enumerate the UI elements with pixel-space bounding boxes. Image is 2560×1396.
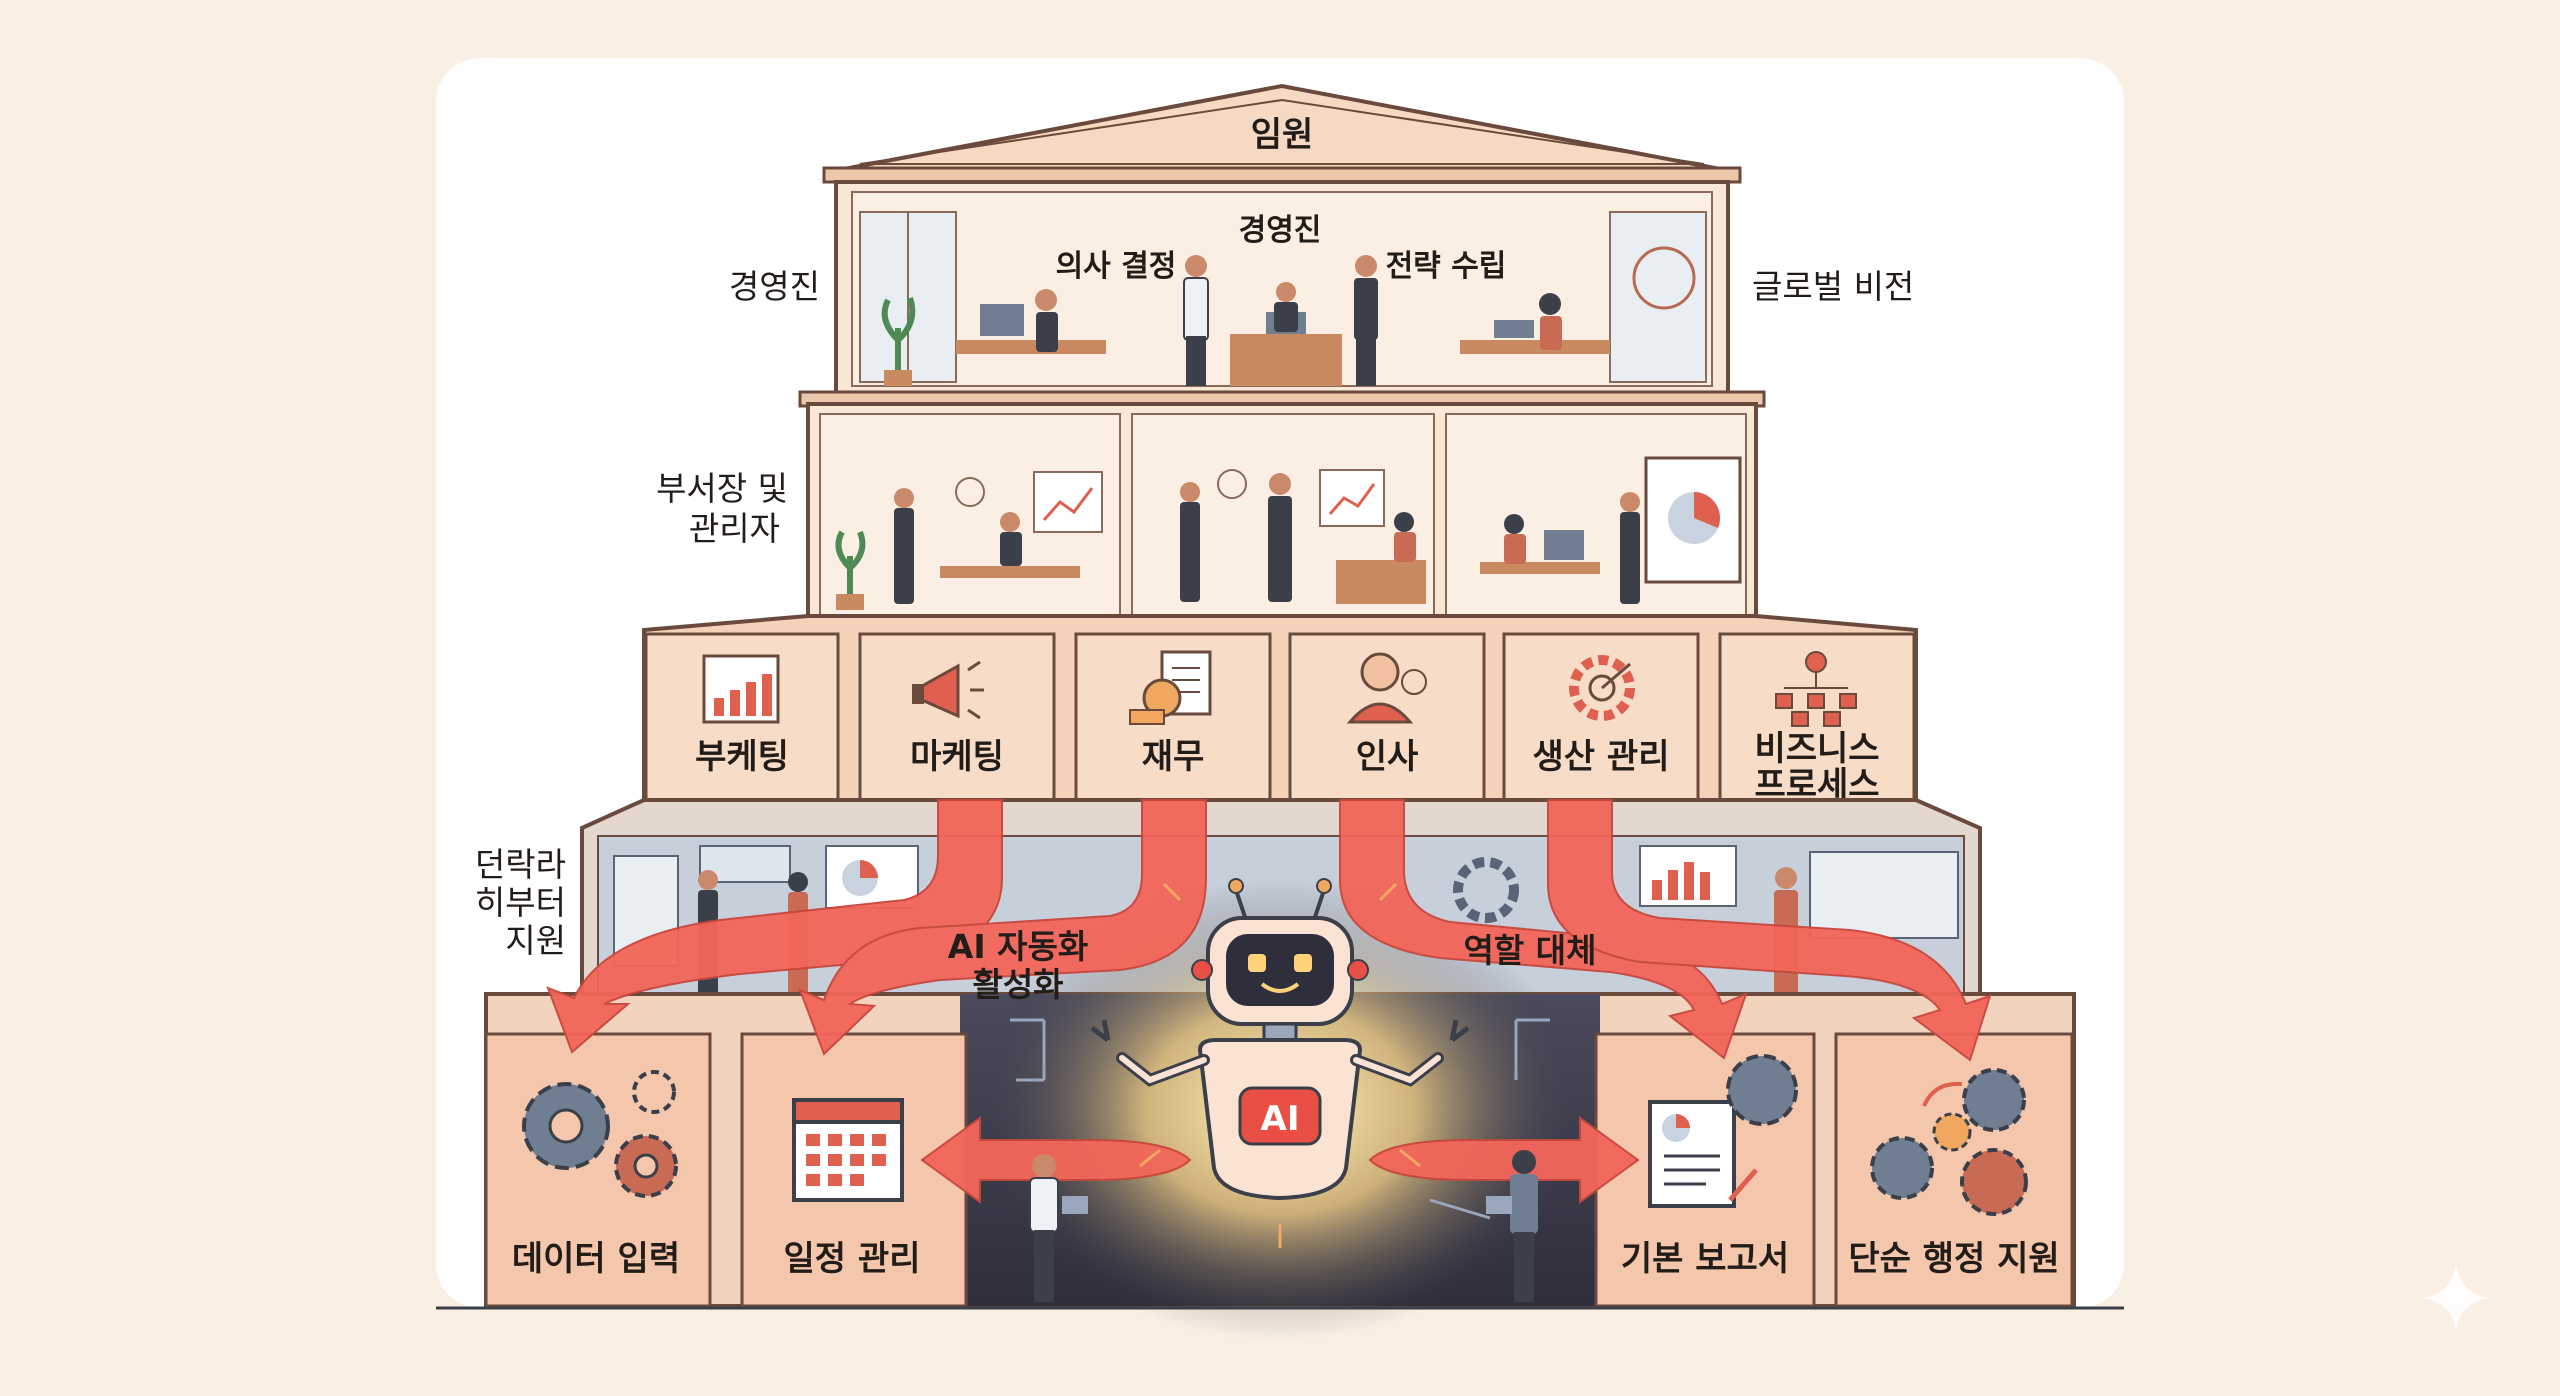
- department-label: 마케팅: [910, 737, 1004, 777]
- department-card-5[interactable]: 생산 관리: [1502, 632, 1700, 822]
- side-label-executives: 경영진: [729, 267, 820, 306]
- gear-target-icon: [1569, 655, 1635, 721]
- side-label-support-line3: 지원: [505, 921, 566, 960]
- flow-arrows: [546, 799, 1992, 1204]
- department-card-6[interactable]: 비즈니스 프로세스: [1718, 632, 1916, 822]
- top-floor-right-label: 전략 수립: [1386, 249, 1507, 284]
- calendar-icon: [792, 1098, 904, 1202]
- report-icon: [1648, 1054, 1798, 1208]
- side-label-global-vision: 글로벌 비전: [1752, 267, 1914, 306]
- coins-document-icon: [1129, 650, 1212, 725]
- roof: 임원: [822, 83, 1742, 184]
- person-icon: [1346, 652, 1427, 724]
- top-floor-left-label: 의사 결정: [1056, 249, 1177, 284]
- department-label: 생산 관리: [1533, 737, 1670, 777]
- ai-robot: AI: [1090, 878, 1470, 1248]
- task-box-label: 기본 보고서: [1621, 1239, 1789, 1279]
- executive-floor: 경영진 의사 결정 전략 수립: [834, 180, 1730, 396]
- side-label-support-line2: 히부터: [475, 883, 566, 922]
- side-label-managers-line1: 부서장 및: [656, 469, 788, 508]
- plant-icon: [881, 297, 916, 372]
- task-box-1[interactable]: 데이터 입력: [484, 1032, 712, 1308]
- manager-floor: [806, 402, 1758, 626]
- department-label: 부케팅: [695, 737, 789, 777]
- department-label: 재무: [1142, 737, 1205, 777]
- arrow-label-left-line1: AI 자동화: [948, 927, 1088, 966]
- sparkle-icon: [2422, 1264, 2490, 1332]
- robot-chest-label: AI: [1261, 1099, 1300, 1139]
- side-label-managers-line2: 관리자: [689, 509, 780, 548]
- department-label: 인사: [1356, 737, 1419, 777]
- department-card-4[interactable]: 인사: [1288, 632, 1486, 822]
- department-label: 비즈니스: [1754, 729, 1879, 769]
- task-box-label: 데이터 입력: [512, 1239, 680, 1279]
- person-figure: [1029, 1150, 1538, 1302]
- task-box-3[interactable]: 기본 보고서: [1594, 1032, 1816, 1308]
- task-box-2[interactable]: 일정 관리: [740, 1032, 968, 1308]
- department-card-1[interactable]: 부케팅: [644, 632, 840, 822]
- megaphone-icon: [912, 660, 984, 720]
- chart-board-icon: [702, 654, 780, 724]
- plant-icon: [835, 530, 866, 596]
- task-box-label: 단순 행정 지원: [1848, 1239, 2059, 1279]
- top-floor-center-label: 경영진: [1239, 213, 1322, 248]
- arrow-label-left-line2: 활성화: [972, 965, 1063, 1004]
- gears-icon: [522, 1070, 678, 1198]
- gears-arrow-icon: [1870, 1068, 2028, 1216]
- side-label-support-line1: 던락라: [475, 845, 566, 884]
- org-chart-icon: [1775, 651, 1857, 727]
- department-card-2[interactable]: 마케팅: [858, 632, 1056, 822]
- gear-icon: [1453, 857, 1519, 923]
- roof-label: 임원: [1251, 115, 1314, 155]
- person-figure: [1035, 255, 1562, 386]
- task-box-label: 일정 관리: [784, 1239, 921, 1279]
- globe-icon: [1632, 246, 1696, 310]
- arrow-label-right: 역할 대체: [1464, 931, 1597, 970]
- department-card-3[interactable]: 재무: [1074, 632, 1272, 822]
- task-box-4[interactable]: 단순 행정 지원: [1834, 1032, 2074, 1308]
